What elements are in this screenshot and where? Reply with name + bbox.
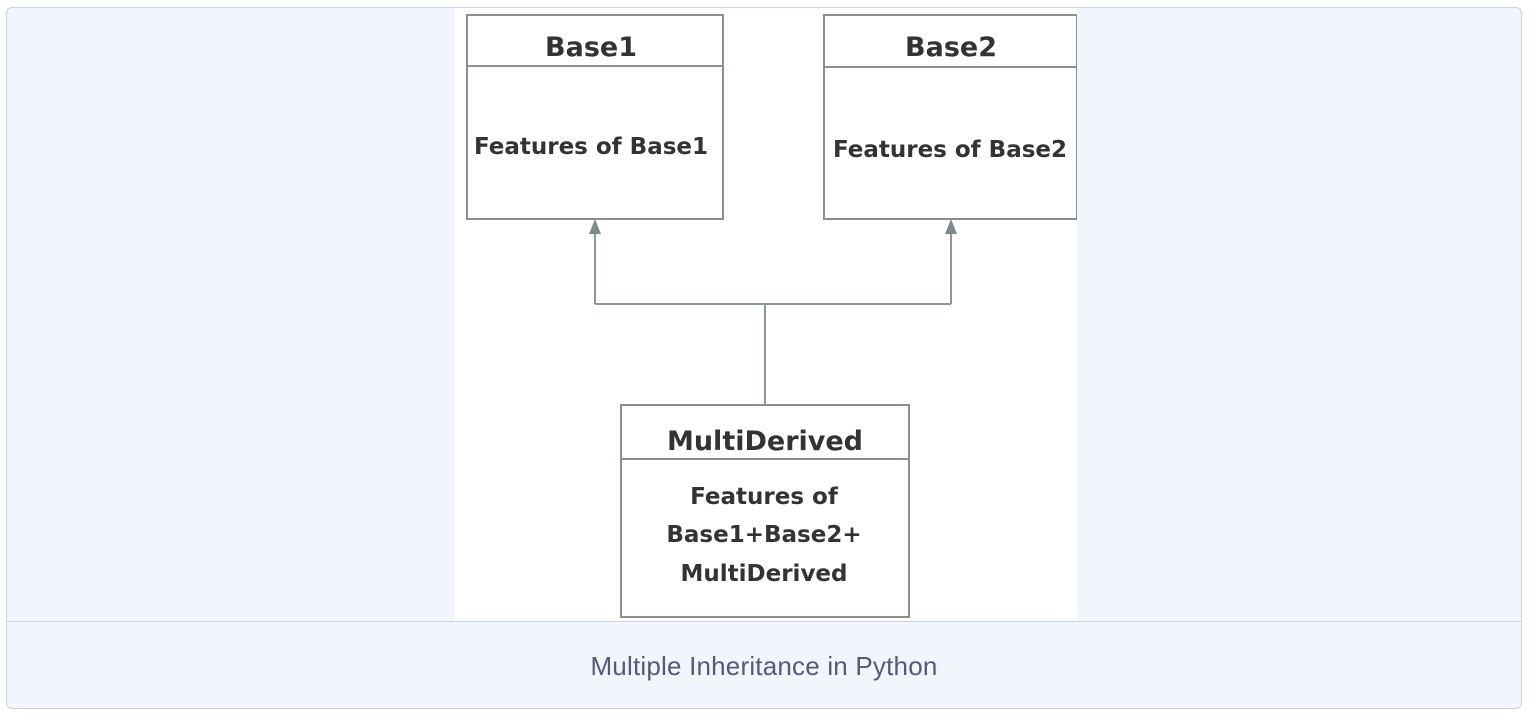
figure-caption-bar: Multiple Inheritance in Python <box>7 621 1521 708</box>
arrowhead-base1-icon <box>589 219 601 234</box>
arrowhead-base2-icon <box>945 219 957 234</box>
inheritance-diagram: Base1 Features of Base1 Base2 Features o… <box>466 14 1078 618</box>
class-box-base2: Base2 Features of Base2 <box>823 14 1078 220</box>
figure-caption: Multiple Inheritance in Python <box>590 650 938 681</box>
class-body-multiderived-line-3: MultiDerived <box>681 561 848 587</box>
class-box-multiderived: MultiDerived Features of Base1+Base2+ Mu… <box>620 404 910 618</box>
class-box-base1: Base1 Features of Base1 <box>466 14 724 220</box>
class-name-base1: Base1 <box>545 32 637 63</box>
class-name-multiderived: MultiDerived <box>667 426 863 457</box>
class-body-multiderived-line-1: Features of <box>690 484 839 510</box>
class-body-base2: Features of Base2 <box>833 137 1067 163</box>
class-name-base2: Base2 <box>905 32 997 63</box>
class-body-base1: Features of Base1 <box>474 134 708 160</box>
class-box-multiderived-frame <box>620 404 910 618</box>
inheritance-connectors <box>594 232 952 405</box>
class-box-base2-frame <box>823 14 1078 220</box>
figure-card: Base1 Features of Base1 Base2 Features o… <box>6 7 1522 709</box>
class-body-multiderived-line-2: Base1+Base2+ <box>666 522 861 548</box>
class-box-base1-frame <box>466 14 724 220</box>
diagram-image: Base1 Features of Base1 Base2 Features o… <box>455 8 1078 621</box>
